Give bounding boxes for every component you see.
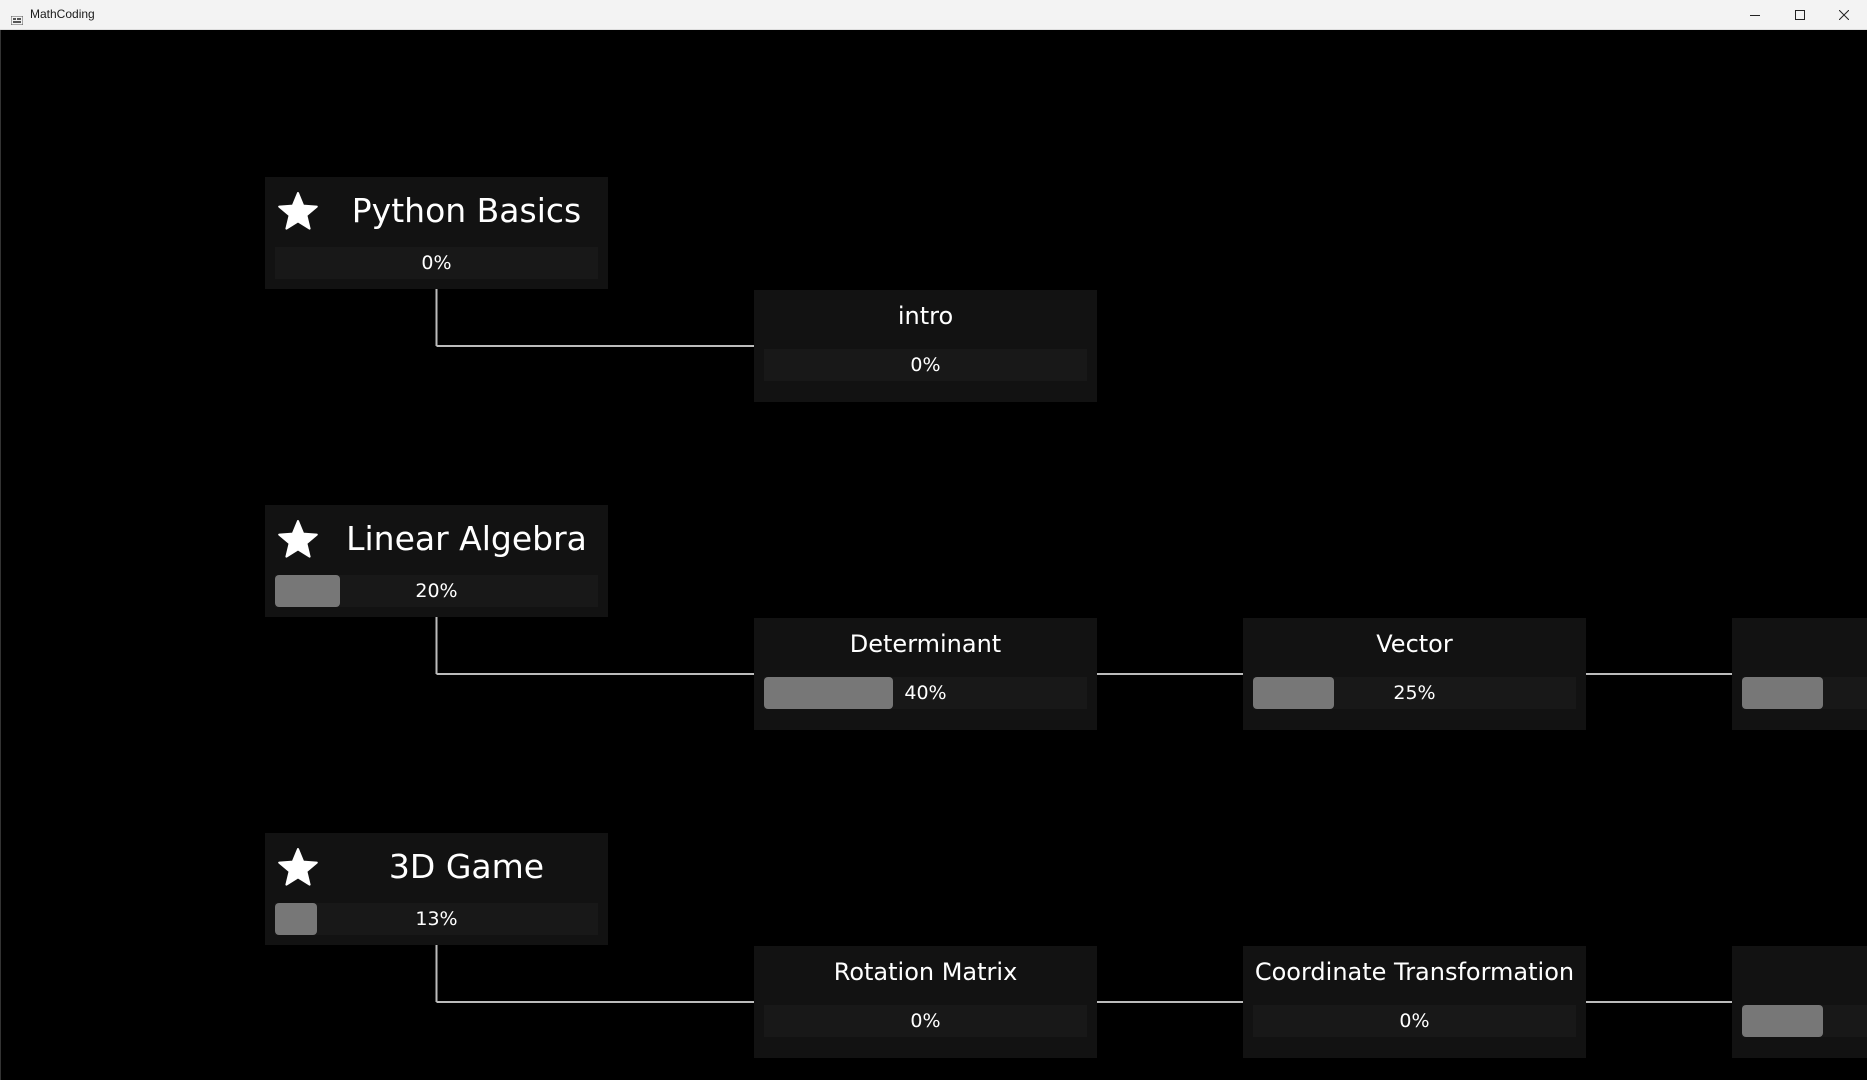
progress-fill	[275, 575, 340, 607]
lesson-title: Vector	[1376, 630, 1453, 658]
lesson-title: Cros	[1732, 630, 1867, 658]
close-button[interactable]	[1821, 0, 1867, 30]
progress-bar: 13%	[275, 903, 598, 935]
course-title: 3D Game	[388, 847, 545, 886]
progress-label: 25%	[1393, 682, 1436, 704]
lesson-title: Determinant	[849, 630, 1002, 658]
progress-bar: 25%	[1253, 677, 1576, 709]
maximize-button[interactable]	[1777, 0, 1823, 30]
progress-label: 0%	[910, 354, 941, 376]
progress-bar	[1742, 677, 1867, 709]
course-title: Python Basics	[351, 191, 582, 230]
window-title: MathCoding	[30, 7, 95, 21]
lesson-card[interactable]: intro 0%	[754, 290, 1097, 402]
progress-fill	[1742, 677, 1823, 709]
progress-label: 20%	[415, 580, 458, 602]
progress-label: 0%	[910, 1010, 941, 1032]
progress-fill	[1253, 677, 1334, 709]
minimize-button[interactable]	[1732, 0, 1778, 30]
skill-tree-canvas[interactable]: Python Basics 0% intro 0% Linear Algebra 20% D…	[0, 30, 1867, 1080]
lesson-card[interactable]: Cros	[1732, 618, 1867, 730]
progress-label: 40%	[904, 682, 947, 704]
lesson-title: Coordinate Transformation	[1254, 958, 1575, 986]
progress-bar	[1742, 1005, 1867, 1037]
progress-label: 13%	[415, 908, 458, 930]
lesson-card[interactable]: Geom	[1732, 946, 1867, 1058]
lesson-card[interactable]: Determinant 40%	[754, 618, 1097, 730]
title-bar: MathCoding	[0, 0, 1867, 30]
app-icon	[10, 10, 24, 26]
minimize-icon	[1750, 10, 1760, 20]
lesson-title: Rotation Matrix	[833, 958, 1018, 986]
progress-bar: 20%	[275, 575, 598, 607]
progress-bar: 40%	[764, 677, 1087, 709]
star-icon[interactable]	[277, 192, 319, 232]
tree-connectors	[435, 289, 1732, 1003]
course-card[interactable]: Python Basics 0%	[265, 177, 608, 289]
course-title: Linear Algebra	[346, 519, 587, 558]
progress-bar: 0%	[1253, 1005, 1576, 1037]
progress-fill	[1742, 1005, 1823, 1037]
lesson-title: Geom	[1732, 958, 1867, 986]
progress-label: 0%	[421, 252, 452, 274]
progress-bar: 0%	[764, 1005, 1087, 1037]
lesson-title: intro	[897, 302, 954, 330]
star-icon[interactable]	[277, 848, 319, 888]
progress-bar: 0%	[764, 349, 1087, 381]
progress-fill	[275, 903, 317, 935]
star-icon[interactable]	[277, 520, 319, 560]
course-card[interactable]: 3D Game 13%	[265, 833, 608, 945]
course-card[interactable]: Linear Algebra 20%	[265, 505, 608, 617]
lesson-card[interactable]: Vector 25%	[1243, 618, 1586, 730]
progress-fill	[764, 677, 893, 709]
maximize-icon	[1795, 10, 1805, 20]
close-icon	[1839, 10, 1849, 20]
progress-label: 0%	[1399, 1010, 1430, 1032]
lesson-card[interactable]: Rotation Matrix 0%	[754, 946, 1097, 1058]
lesson-card[interactable]: Coordinate Transformation 0%	[1243, 946, 1586, 1058]
progress-bar: 0%	[275, 247, 598, 279]
